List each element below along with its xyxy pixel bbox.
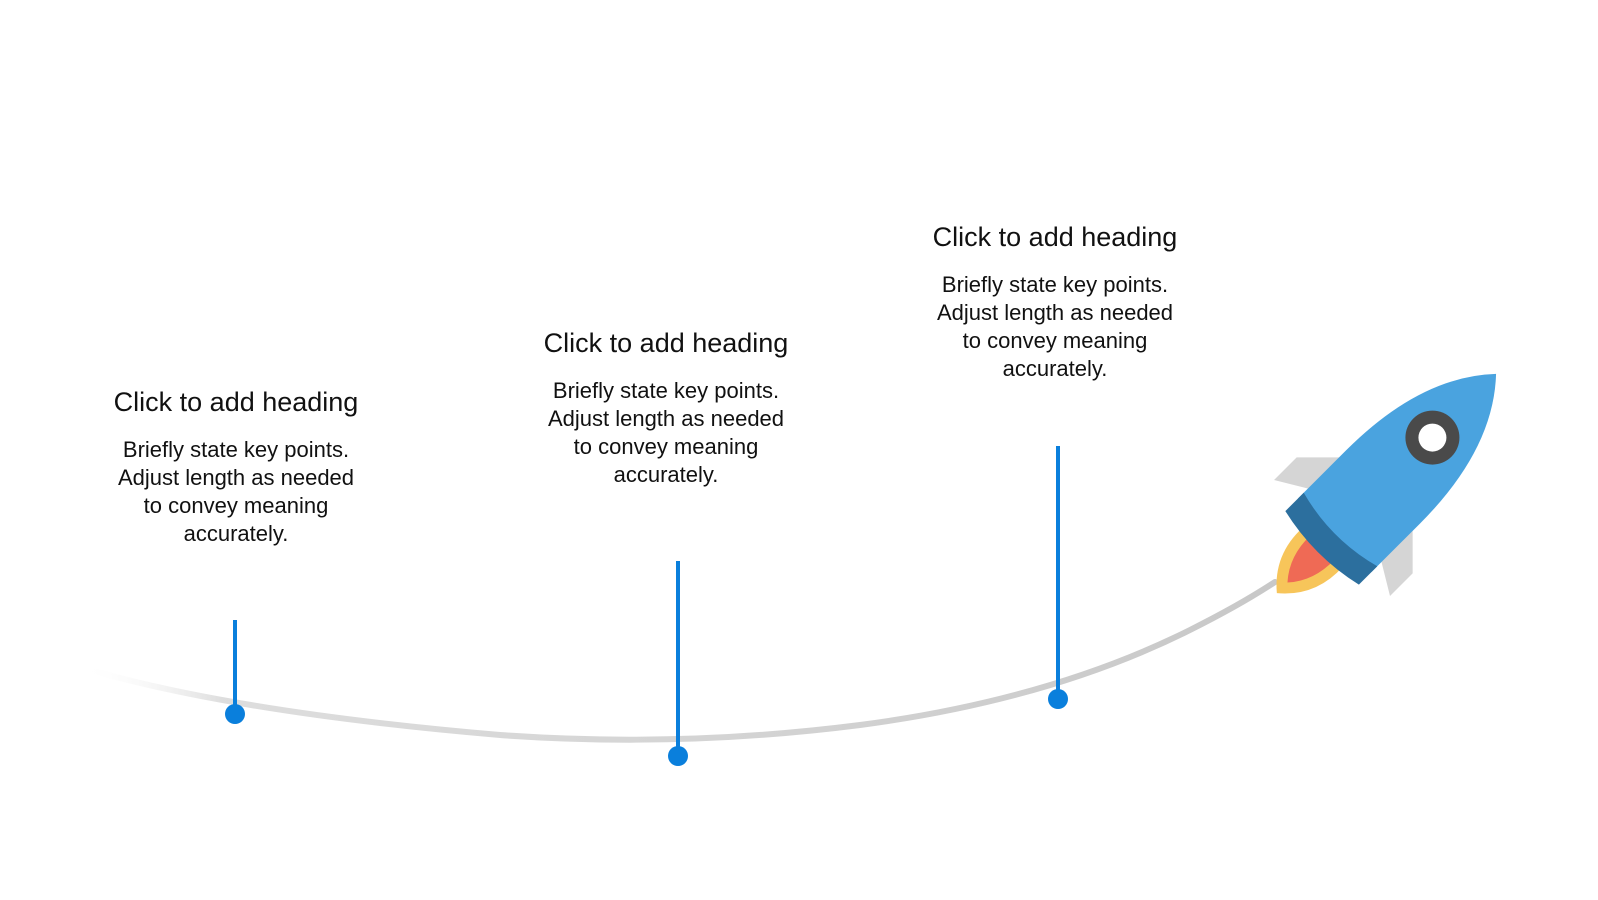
milestone-text-2: Click to add heading Briefly state key p… [516,327,816,489]
rocket-flame-inner [1287,535,1335,583]
timeline-path [77,579,1278,743]
milestone-body-2[interactable]: Briefly state key points. Adjust length … [547,378,785,487]
milestone-dot-1[interactable] [225,704,245,724]
milestone-body-3[interactable]: Briefly state key points. Adjust length … [936,272,1174,381]
milestone-heading-1[interactable]: Click to add heading [113,387,359,417]
milestone-heading-2[interactable]: Click to add heading [543,328,789,358]
milestone-text-3: Click to add heading Briefly state key p… [905,221,1205,383]
milestone-dot-3[interactable] [1048,689,1068,709]
milestone-body-1[interactable]: Briefly state key points. Adjust length … [117,437,355,546]
milestone-text-1: Click to add heading Briefly state key p… [86,386,386,548]
rocket-band [1285,492,1378,585]
rocket-window [1418,423,1447,452]
milestone-dot-2[interactable] [668,746,688,766]
rocket-icon [1274,373,1497,596]
milestone-heading-3[interactable]: Click to add heading [932,222,1178,252]
